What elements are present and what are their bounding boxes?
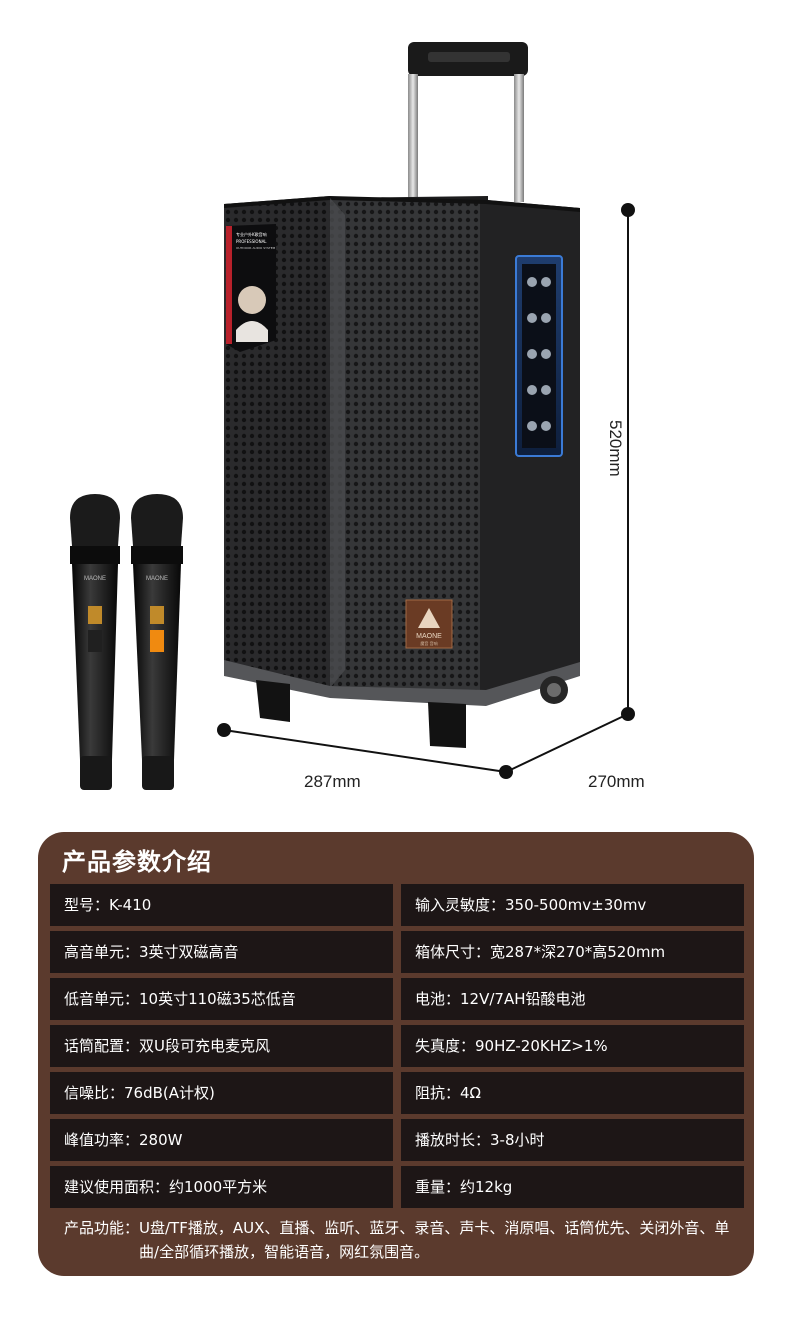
dimension-depth-label: 270mm — [588, 772, 645, 791]
speaker-feet — [256, 676, 568, 748]
spec-title: 产品参数介绍 — [62, 848, 212, 876]
spec-cabinet-size: 箱体尺寸：宽287*深270*高520mm — [401, 931, 744, 973]
sticker-line2: PROFESSIONAL — [236, 239, 267, 244]
spec-play-time: 播放时长：3-8小时 — [401, 1119, 744, 1161]
microphone-right: MAONE — [131, 494, 183, 790]
dimension-lines — [217, 203, 635, 779]
control-panel — [515, 255, 563, 457]
spec-model: 型号：K-410 — [50, 884, 393, 926]
spec-usage-area: 建议使用面积：约1000平方米 — [50, 1166, 393, 1208]
sticker-line1: 专业户外K歌音响 — [236, 231, 267, 237]
spec-snr: 信噪比：76dB(A计权) — [50, 1072, 393, 1114]
promo-sticker: 专业户外K歌音响 PROFESSIONAL OUTDOOR AUDIO SYST… — [226, 224, 276, 352]
trolley-handle — [408, 42, 528, 202]
dimension-width-label: 287mm — [304, 772, 361, 791]
spec-grid: 型号：K-410 输入灵敏度：350-500mv±30mv 高音单元：3英寸双磁… — [50, 884, 744, 1208]
spec-panel: 产品参数介绍 型号：K-410 输入灵敏度：350-500mv±30mv 高音单… — [38, 832, 754, 1276]
logo-subtext: 魔音 音响 — [420, 640, 437, 646]
spec-distortion: 失真度：90HZ-20KHZ>1% — [401, 1025, 744, 1067]
microphone-left: MAONE — [70, 494, 120, 790]
spec-peak-power: 峰值功率：280W — [50, 1119, 393, 1161]
logo-text: MAONE — [416, 633, 442, 640]
spec-tweeter: 高音单元：3英寸双磁高音 — [50, 931, 393, 973]
spec-weight: 重量：约12kg — [401, 1166, 744, 1208]
sticker-line3: OUTDOOR AUDIO SYSTEM — [236, 246, 276, 250]
mic-right-brand: MAONE — [146, 576, 168, 582]
features-label: 产品功能： — [64, 1219, 140, 1237]
spec-woofer: 低音单元：10英寸110磁35芯低音 — [50, 978, 393, 1020]
speaker-illustration: 专业户外K歌音响 PROFESSIONAL OUTDOOR AUDIO SYST… — [70, 42, 635, 790]
spec-battery: 电池：12V/7AH铅酸电池 — [401, 978, 744, 1020]
spec-features: 产品功能： U盘/TF播放，AUX、直播、监听、蓝牙、录音、声卡、消原唱、话筒优… — [50, 1212, 744, 1268]
spec-microphone: 话筒配置：双U段可充电麦克风 — [50, 1025, 393, 1067]
brand-logo: MAONE 魔音 音响 — [405, 599, 453, 649]
product-image-area: 专业户外K歌音响 PROFESSIONAL OUTDOOR AUDIO SYST… — [70, 42, 645, 791]
dimension-height-label: 520mm — [606, 420, 625, 477]
spec-impedance: 阻抗：4Ω — [401, 1072, 744, 1114]
mic-left-brand: MAONE — [84, 576, 106, 582]
spec-input-sensitivity: 输入灵敏度：350-500mv±30mv — [401, 884, 744, 926]
features-text: U盘/TF播放，AUX、直播、监听、蓝牙、录音、声卡、消原唱、话筒优先、关闭外音… — [139, 1219, 730, 1261]
